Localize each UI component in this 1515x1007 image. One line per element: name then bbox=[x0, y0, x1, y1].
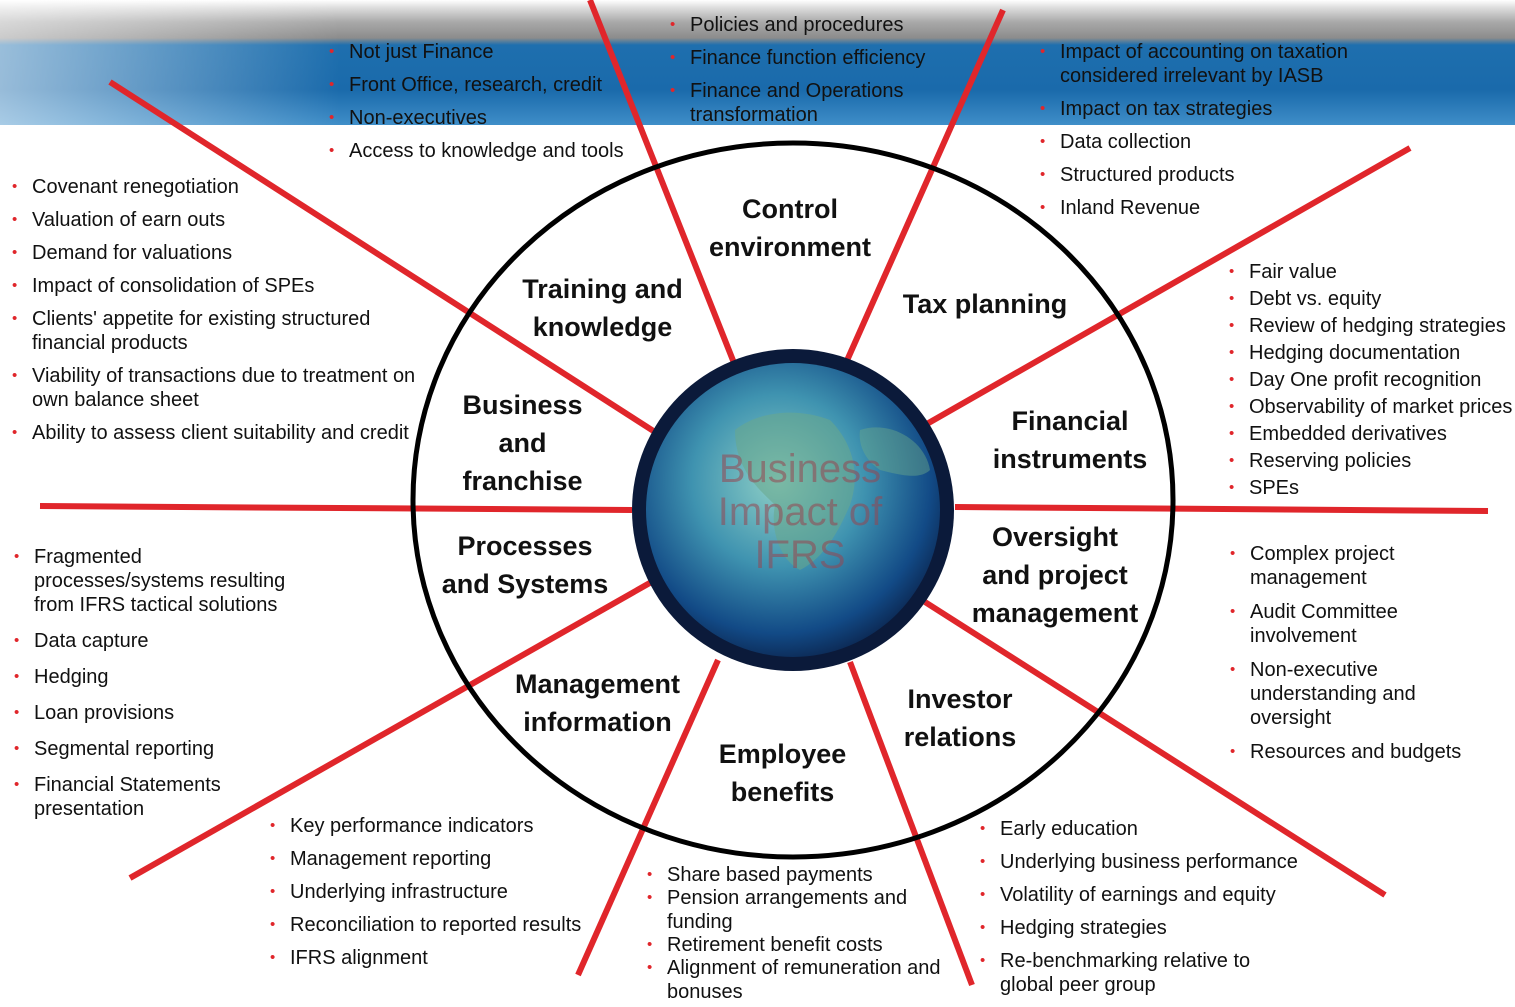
spoke-line bbox=[575, 658, 721, 977]
bullet-item: Early education bbox=[978, 817, 1318, 841]
segment-tax-planning: Tax planning bbox=[902, 289, 1068, 319]
bullet-item: Underlying infrastructure bbox=[268, 880, 598, 904]
spoke-line bbox=[954, 504, 1489, 514]
bullet-item: Clients' appetite for existing structure… bbox=[10, 307, 430, 355]
bullet-item: Day One profit recognition bbox=[1227, 368, 1515, 392]
bullet-item: Volatility of earnings and equity bbox=[978, 883, 1318, 907]
bullet-item: Inland Revenue bbox=[1038, 196, 1378, 220]
segment-training-knowledge: Training and knowledge bbox=[522, 274, 683, 342]
bullet-item: SPEs bbox=[1227, 476, 1515, 500]
bullet-item: Front Office, research, credit bbox=[327, 73, 647, 97]
bullet-item: Key performance indicators bbox=[268, 814, 598, 838]
bullets-investor: Early education Underlying business perf… bbox=[978, 817, 1318, 1006]
bullet-item: Data capture bbox=[12, 629, 302, 653]
bullets-oversight: Complex project management Audit Committ… bbox=[1228, 542, 1498, 764]
bullet-item: Audit Committee involvement bbox=[1228, 600, 1498, 648]
bullet-item: Access to knowledge and tools bbox=[327, 139, 647, 163]
bullet-item: Re-benchmarking relative to global peer … bbox=[978, 949, 1318, 997]
header-banner-fade bbox=[0, 0, 340, 125]
bullet-item: Finance and Operations transformation bbox=[668, 79, 948, 127]
segment-investor-relations: Investor relations bbox=[903, 684, 1017, 752]
bullet-item: Share based payments bbox=[645, 864, 965, 886]
bullet-item: Demand for valuations bbox=[10, 241, 430, 265]
bullets-training: Not just Finance Front Office, research,… bbox=[327, 40, 647, 172]
segment-management-information: Management information bbox=[514, 669, 681, 737]
center-label: Business Impact of IFRS bbox=[717, 447, 883, 577]
bullets-financial: Fair value Debt vs. equity Review of hed… bbox=[1227, 260, 1515, 503]
segment-employee-benefits: Employee benefits bbox=[718, 739, 847, 807]
bullet-item: Observability of market prices bbox=[1227, 395, 1515, 419]
spoke-line bbox=[39, 503, 633, 513]
bullet-item: Impact of accounting on taxation conside… bbox=[1038, 40, 1378, 88]
bullet-item: Review of hedging strategies bbox=[1227, 314, 1515, 338]
bullet-item: Policies and procedures bbox=[668, 13, 948, 37]
bullet-item: Valuation of earn outs bbox=[10, 208, 430, 232]
bullet-item: Resources and budgets bbox=[1228, 740, 1498, 764]
bullet-item: Loan provisions bbox=[12, 701, 302, 725]
bullet-item: IFRS alignment bbox=[268, 946, 598, 970]
bullet-item: Retirement benefit costs bbox=[645, 934, 965, 956]
globe-continent-east bbox=[859, 427, 930, 476]
bullet-item: Viability of transactions due to treatme… bbox=[10, 364, 430, 412]
bullet-item: Management reporting bbox=[268, 847, 598, 871]
outer-ring bbox=[410, 140, 1176, 860]
bullet-item: Impact of consolidation of SPEs bbox=[10, 274, 430, 298]
segment-financial-instruments: Financial instruments bbox=[992, 406, 1148, 474]
bullets-employee: Share based payments Pension arrangement… bbox=[645, 864, 965, 1004]
segment-business-franchise: Business and franchise bbox=[462, 390, 583, 496]
bullet-item: Reconciliation to reported results bbox=[268, 913, 598, 937]
bullets-business: Covenant renegotiation Valuation of earn… bbox=[10, 175, 430, 454]
segment-oversight: Oversight and project management bbox=[971, 522, 1139, 628]
bullets-tax: Impact of accounting on taxation conside… bbox=[1038, 40, 1378, 229]
bullet-item: Segmental reporting bbox=[12, 737, 302, 761]
bullet-item: Reserving policies bbox=[1227, 449, 1515, 473]
bullet-item: Embedded derivatives bbox=[1227, 422, 1515, 446]
segment-processes-systems: Processes and Systems bbox=[441, 531, 609, 599]
bullet-item: Pension arrangements and funding bbox=[645, 886, 965, 934]
bullet-item: Financial Statements presentation bbox=[12, 773, 302, 821]
bullet-item: Hedging documentation bbox=[1227, 341, 1515, 365]
bullet-item: Data collection bbox=[1038, 130, 1378, 154]
bullet-item: Structured products bbox=[1038, 163, 1378, 187]
bullet-item: Fragmented processes/systems resulting f… bbox=[12, 545, 302, 617]
bullet-item: Fair value bbox=[1227, 260, 1515, 284]
spoke-line bbox=[842, 8, 1006, 367]
bullets-management: Key performance indicators Management re… bbox=[268, 814, 598, 979]
bullet-item: Debt vs. equity bbox=[1227, 287, 1515, 311]
bullet-item: Underlying business performance bbox=[978, 850, 1318, 874]
bullet-item: Impact on tax strategies bbox=[1038, 97, 1378, 121]
bullet-item: Hedging bbox=[12, 665, 302, 689]
bullets-control: Policies and procedures Finance function… bbox=[668, 13, 948, 136]
bullet-item: Covenant renegotiation bbox=[10, 175, 430, 199]
bullet-item: Not just Finance bbox=[327, 40, 647, 64]
bullet-item: Ability to assess client suitability and… bbox=[10, 421, 430, 445]
segment-control-environment: Control environment bbox=[708, 194, 872, 262]
spoke-line bbox=[923, 145, 1412, 428]
bullet-item: Finance function efficiency bbox=[668, 46, 948, 70]
globe-continent bbox=[735, 412, 855, 570]
bullet-item: Alignment of remuneration and bonuses bbox=[645, 956, 965, 1004]
bullets-processes: Fragmented processes/systems resulting f… bbox=[12, 545, 302, 833]
bullet-item: Complex project management bbox=[1228, 542, 1498, 590]
bullet-item: Hedging strategies bbox=[978, 916, 1318, 940]
spoke-line bbox=[128, 577, 657, 881]
spokes bbox=[39, 0, 1489, 987]
bullet-item: Non-executive understanding and oversigh… bbox=[1228, 658, 1498, 730]
bullet-item: Non-executives bbox=[327, 106, 647, 130]
spoke-line bbox=[923, 599, 1387, 898]
